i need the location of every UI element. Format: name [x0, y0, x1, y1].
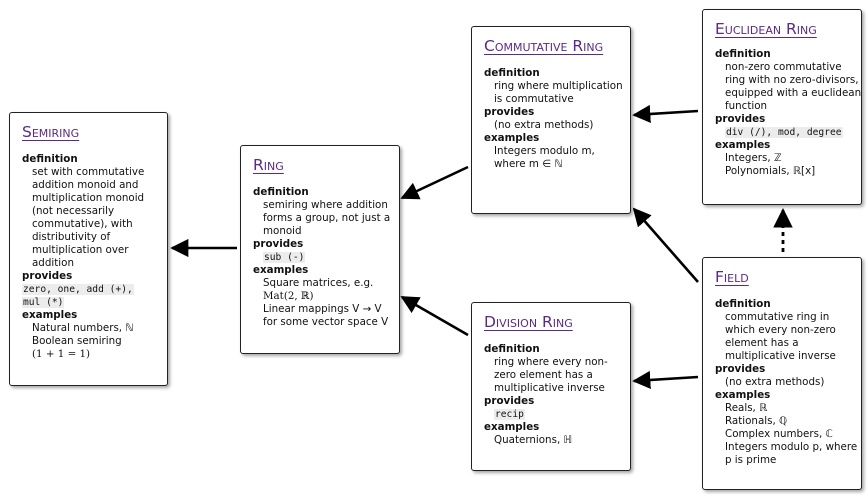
provides-label: provides: [715, 113, 766, 125]
provides-text: zero, one, add (+), mul (*): [22, 284, 134, 308]
provides-text: div (/), mod, degree: [725, 127, 843, 138]
examples-text: Natural numbers, ℕ Boolean semiring (1 +…: [32, 322, 134, 360]
card-title: Commutative Ring: [484, 37, 604, 55]
definition-label: definition: [22, 153, 78, 165]
examples-text: Quaternions, ℍ: [494, 434, 573, 446]
arrow-division-ring-to-ring: [400, 295, 469, 337]
card-ring: Ring definition semiring where addition …: [240, 145, 400, 354]
definition-label: definition: [484, 343, 540, 355]
definition-text: ring where every non- zero element has a…: [494, 356, 608, 394]
card-commutative-ring: Commutative Ring definition ring where m…: [471, 26, 631, 214]
card-division-ring: Division Ring definition ring where ever…: [471, 302, 631, 471]
definition-text: semiring where addition forms a group, n…: [263, 199, 391, 237]
examples-text: Square matrices, e.g. Mat(2, ℝ) Linear m…: [263, 277, 389, 328]
provides-label: provides: [22, 270, 73, 282]
examples-text: Integers, ℤ Polynomials, ℝ[x]: [725, 152, 816, 177]
examples-label: examples: [715, 139, 771, 151]
card-title: Ring: [253, 156, 284, 174]
card-euclidean-ring: Euclidean Ring definition non-zero commu…: [702, 9, 862, 205]
examples-label: examples: [715, 389, 771, 401]
card-title: Euclidean Ring: [715, 20, 817, 38]
provides-label: provides: [484, 395, 535, 407]
definition-text: set with commutative addition monoid and…: [32, 166, 145, 269]
definition-text: ring where multiplication is commutative: [494, 80, 623, 105]
arrow-field-to-division-ring: [632, 370, 699, 390]
card-title: Field: [715, 268, 749, 286]
examples-text: Integers modulo m, where m ∈ ℕ: [494, 145, 595, 170]
definition-label: definition: [715, 298, 771, 310]
provides-text: (no extra methods): [725, 376, 825, 388]
examples-label: examples: [253, 264, 309, 276]
provides-label: provides: [715, 363, 766, 375]
definition-label: definition: [253, 186, 309, 198]
provides-label: provides: [484, 106, 535, 118]
examples-label: examples: [484, 421, 540, 433]
examples-label: examples: [484, 132, 540, 144]
card-title: Semiring: [22, 123, 80, 141]
definition-text: non-zero commutative ring with no zero-d…: [725, 61, 862, 112]
arrow-field-to-commutative-ring: [632, 207, 699, 283]
card-field: Field definition commutative ring in whi…: [702, 257, 862, 490]
definition-text: commutative ring in which every non-zero…: [725, 311, 836, 362]
definition-label: definition: [484, 67, 540, 79]
provides-text: sub (-): [263, 252, 306, 263]
provides-text: recip: [494, 409, 525, 420]
arrow-euclidean-ring-to-commutative-ring: [632, 104, 699, 124]
card-title: Division Ring: [484, 313, 573, 331]
examples-label: examples: [22, 309, 78, 321]
arrow-commutative-ring-to-ring: [400, 165, 469, 200]
provides-text: (no extra methods): [494, 119, 594, 131]
examples-text: Reals, ℝ Rationals, ℚ Complex numbers, ℂ…: [725, 402, 858, 466]
card-semiring: Semiring definition set with commutative…: [9, 112, 168, 386]
provides-label: provides: [253, 238, 304, 250]
definition-label: definition: [715, 48, 771, 60]
